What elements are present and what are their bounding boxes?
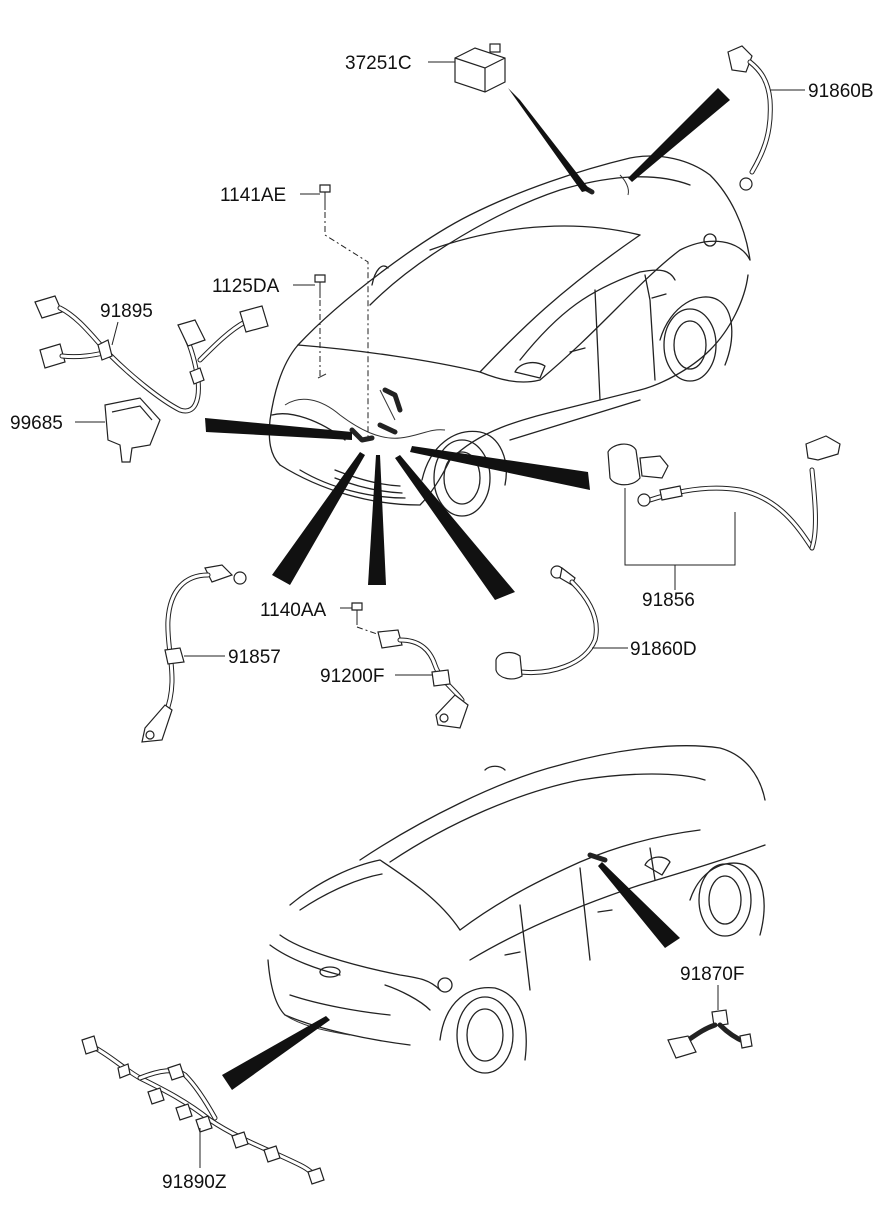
part-99685[interactable] xyxy=(75,397,161,463)
label-91895[interactable]: 91895 xyxy=(100,301,153,322)
label-1140AA[interactable]: 1140AA xyxy=(260,600,327,621)
label-91890Z[interactable]: 91890Z xyxy=(162,1172,227,1193)
label-37251C[interactable]: 37251C xyxy=(345,53,412,74)
label-91857[interactable]: 91857 xyxy=(228,647,281,668)
part-labels: 37251C 91860B 1141AE 1125DA 91895 99685 … xyxy=(10,53,874,1193)
part-91200F[interactable] xyxy=(377,629,469,729)
part-37251C[interactable] xyxy=(428,43,506,93)
part-91860B[interactable] xyxy=(727,45,805,191)
rear-car-outline xyxy=(267,745,766,1074)
bolt-1141AE[interactable] xyxy=(300,184,369,440)
label-91870F[interactable]: 91870F xyxy=(680,964,744,985)
part-91895[interactable] xyxy=(34,295,269,414)
part-91857[interactable] xyxy=(141,564,247,743)
part-91856[interactable] xyxy=(607,435,841,590)
label-91200F[interactable]: 91200F xyxy=(320,666,384,687)
pointer-wedges-rear xyxy=(222,862,680,1090)
pointer-wedges-front xyxy=(205,88,730,600)
label-91860D[interactable]: 91860D xyxy=(630,639,697,660)
label-1141AE[interactable]: 1141AE xyxy=(220,185,286,206)
part-91870F[interactable] xyxy=(667,985,753,1059)
label-99685[interactable]: 99685 xyxy=(10,413,63,434)
label-1125DA[interactable]: 1125DA xyxy=(212,276,280,297)
part-91890Z[interactable] xyxy=(81,1035,325,1185)
part-91860D[interactable] xyxy=(495,565,628,680)
bolt-1140AA[interactable] xyxy=(340,602,381,636)
bolt-1125DA[interactable] xyxy=(293,274,327,379)
label-91860B[interactable]: 91860B xyxy=(808,81,874,102)
front-car-outline xyxy=(268,155,751,517)
label-91856[interactable]: 91856 xyxy=(642,590,695,611)
